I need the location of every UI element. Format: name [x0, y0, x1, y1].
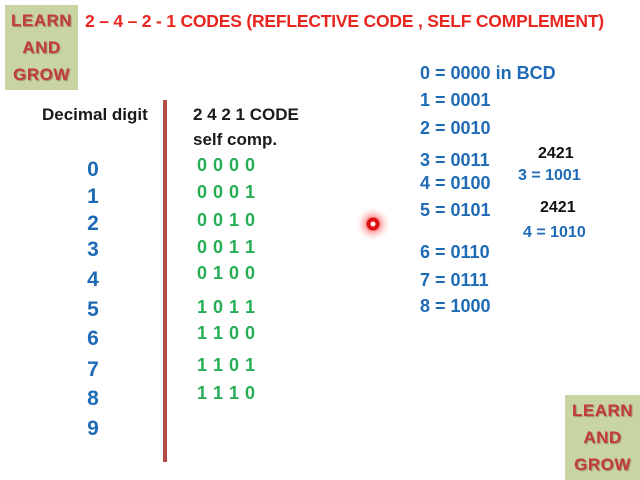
bcd-line-8: 8 = 1000	[420, 296, 491, 316]
decimal-digit-4: 4	[87, 268, 99, 291]
logo-line-grow: GROW	[574, 455, 631, 474]
bcd-line-5: 5 = 0101	[420, 200, 491, 220]
code-value-4: 0 1 0 0	[197, 263, 256, 283]
learn-and-grow-logo-top: LEARN AND GROW	[5, 5, 78, 90]
decimal-digit-7: 7	[87, 358, 99, 381]
code-value-8: 1 1 1 0	[197, 383, 256, 403]
bcd-line-2: 2 = 0010	[420, 118, 491, 138]
annotation-2421-label-2: 2421	[540, 199, 576, 216]
code-value-6: 1 1 0 0	[197, 323, 256, 343]
laser-pointer-dot	[353, 204, 393, 244]
decimal-digit-column-header: Decimal digit	[42, 105, 148, 124]
code-column-header-line1: 2 4 2 1 CODE	[193, 105, 299, 124]
bcd-line-0: 0 = 0000 in BCD	[420, 63, 556, 83]
decimal-digit-1: 1	[87, 185, 99, 208]
bcd-line-4: 4 = 0100	[420, 173, 491, 193]
bcd-line-7: 7 = 0111	[420, 270, 489, 290]
code-column-header-line2: self comp.	[193, 130, 278, 149]
annotation-2421-label-1: 2421	[538, 145, 574, 162]
code-value-5: 1 0 1 1	[197, 297, 256, 317]
annotation-2421-value-1: 3 = 1001	[518, 167, 581, 184]
annotation-2421-value-2: 4 = 1010	[523, 224, 586, 241]
learn-and-grow-logo-bottom: LEARN AND GROW	[565, 395, 640, 480]
bcd-line-1: 1 = 0001	[420, 90, 491, 110]
logo-line-learn: LEARN	[571, 401, 634, 420]
logo-line-grow: GROW	[13, 65, 70, 84]
code-value-2: 0 0 1 0	[197, 210, 256, 230]
code-value-1: 0 0 0 1	[197, 182, 256, 202]
decimal-digit-9: 9	[87, 417, 99, 440]
decimal-digit-5: 5	[87, 298, 99, 321]
bcd-line-6: 6 = 0110	[420, 242, 490, 262]
logo-line-and: AND	[583, 428, 622, 447]
code-value-0: 0 0 0 0	[197, 155, 256, 175]
decimal-digit-6: 6	[87, 327, 99, 350]
logo-line-learn: LEARN	[10, 11, 73, 30]
code-value-7: 1 1 0 1	[197, 355, 256, 375]
logo-line-and: AND	[22, 38, 61, 57]
bcd-line-3: 3 = 0011	[420, 150, 490, 170]
decimal-digit-0: 0	[87, 158, 99, 181]
decimal-digit-2: 2	[87, 212, 99, 235]
code-value-3: 0 0 1 1	[197, 237, 256, 257]
red-divider-line	[163, 100, 167, 462]
slide-title: 2 – 4 – 2 - 1 CODES (REFLECTIVE CODE , S…	[85, 11, 604, 31]
decimal-digit-3: 3	[87, 238, 99, 261]
decimal-digit-8: 8	[87, 387, 99, 410]
